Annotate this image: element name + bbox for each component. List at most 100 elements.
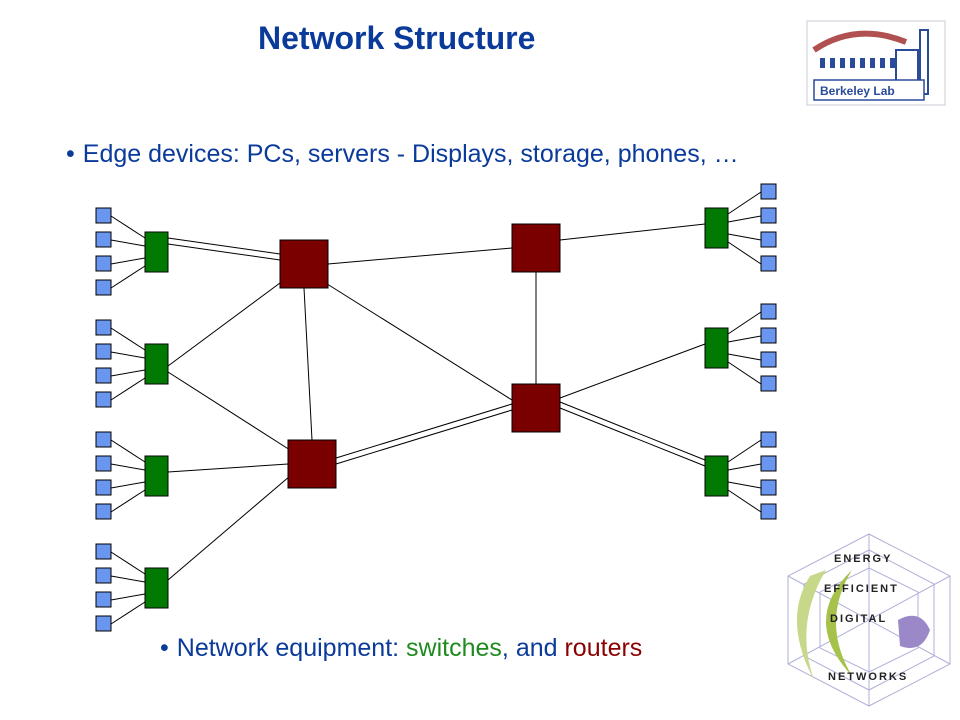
edge-device: [760, 375, 777, 392]
link: [335, 409, 513, 465]
link: [303, 287, 313, 441]
router: [511, 383, 561, 433]
link: [110, 215, 146, 239]
switches: [144, 207, 729, 609]
edge-device: [760, 207, 777, 224]
router: [511, 223, 561, 273]
link: [110, 257, 146, 265]
link: [110, 481, 146, 489]
edge-device: [95, 343, 112, 360]
link: [110, 593, 146, 601]
network-links: [110, 191, 762, 625]
routers-word: routers: [564, 634, 643, 662]
link: [727, 439, 762, 463]
bullet-dot: •: [160, 634, 169, 662]
switch: [704, 327, 729, 369]
link: [559, 343, 706, 399]
edge-device: [95, 591, 112, 608]
switch: [144, 567, 169, 609]
een-word-energy: ENERGY: [834, 553, 892, 565]
link: [110, 377, 146, 401]
link: [727, 481, 762, 489]
switches-word: switches: [406, 634, 502, 662]
link: [559, 401, 706, 461]
edge-device: [95, 367, 112, 384]
link: [110, 463, 146, 471]
link: [727, 191, 762, 215]
edge-device: [95, 207, 112, 224]
switch: [144, 455, 169, 497]
bullet-equipment-prefix: Network equipment:: [176, 634, 407, 662]
link: [110, 439, 146, 463]
link: [335, 403, 513, 459]
link: [727, 241, 762, 265]
link: [727, 361, 762, 385]
link: [167, 463, 289, 473]
link: [110, 239, 146, 247]
een-word-networks: NETWORKS: [828, 671, 908, 683]
router: [287, 439, 337, 489]
edge-device: [760, 231, 777, 248]
bullet-network-equipment: •Network equipment: switches, and router…: [160, 634, 642, 663]
edge-device: [760, 503, 777, 520]
link: [167, 371, 291, 451]
link: [727, 311, 762, 335]
bullet-dot: •: [66, 140, 75, 168]
switch: [704, 455, 729, 497]
een-logo: ENERGY EFFICIENT DIGITAL NETWORKS: [787, 533, 951, 707]
routers: [279, 223, 561, 489]
edge-device: [95, 615, 112, 632]
link: [559, 407, 706, 467]
link: [110, 265, 146, 289]
switch: [704, 207, 729, 249]
link: [167, 279, 285, 367]
link: [167, 237, 281, 255]
edge-device: [760, 255, 777, 272]
link: [727, 335, 762, 343]
link: [167, 475, 291, 581]
link: [727, 463, 762, 471]
link: [727, 233, 762, 241]
edge-device: [95, 431, 112, 448]
een-word-efficient: EFFICIENT: [824, 583, 899, 595]
edge-device: [760, 431, 777, 448]
router: [279, 239, 329, 289]
edge-device: [760, 183, 777, 200]
link: [110, 575, 146, 583]
edge-device: [95, 455, 112, 472]
link: [727, 353, 762, 361]
bullet-equipment-middle: , and: [501, 634, 565, 662]
link: [110, 351, 146, 359]
link: [110, 369, 146, 377]
bullet-edge-devices: •Edge devices: PCs, servers - Displays, …: [66, 140, 739, 169]
edge-device: [95, 503, 112, 520]
switch: [144, 231, 169, 273]
link: [167, 243, 281, 261]
link: [110, 551, 146, 575]
berkeley-lab-logo: Berkeley Lab: [806, 20, 946, 106]
edge-device: [95, 391, 112, 408]
link: [559, 223, 706, 241]
bullet-edge-text: Edge devices: PCs, servers - Displays, s…: [82, 140, 739, 168]
edge-device: [760, 351, 777, 368]
edge-device: [760, 455, 777, 472]
een-word-digital: DIGITAL: [830, 613, 887, 625]
edge-devices: [95, 183, 777, 632]
link: [323, 281, 513, 401]
link: [727, 215, 762, 223]
edge-device: [95, 543, 112, 560]
edge-device: [760, 303, 777, 320]
link: [110, 601, 146, 625]
berkeley-lab-wordmark: Berkeley Lab: [820, 84, 895, 98]
link: [110, 327, 146, 351]
link: [110, 489, 146, 513]
edge-device: [760, 327, 777, 344]
edge-device: [760, 479, 777, 496]
link: [327, 247, 513, 265]
switch: [144, 343, 169, 385]
edge-device: [95, 231, 112, 248]
link: [727, 489, 762, 513]
edge-device: [95, 279, 112, 296]
slide-title: Network Structure: [258, 20, 536, 56]
